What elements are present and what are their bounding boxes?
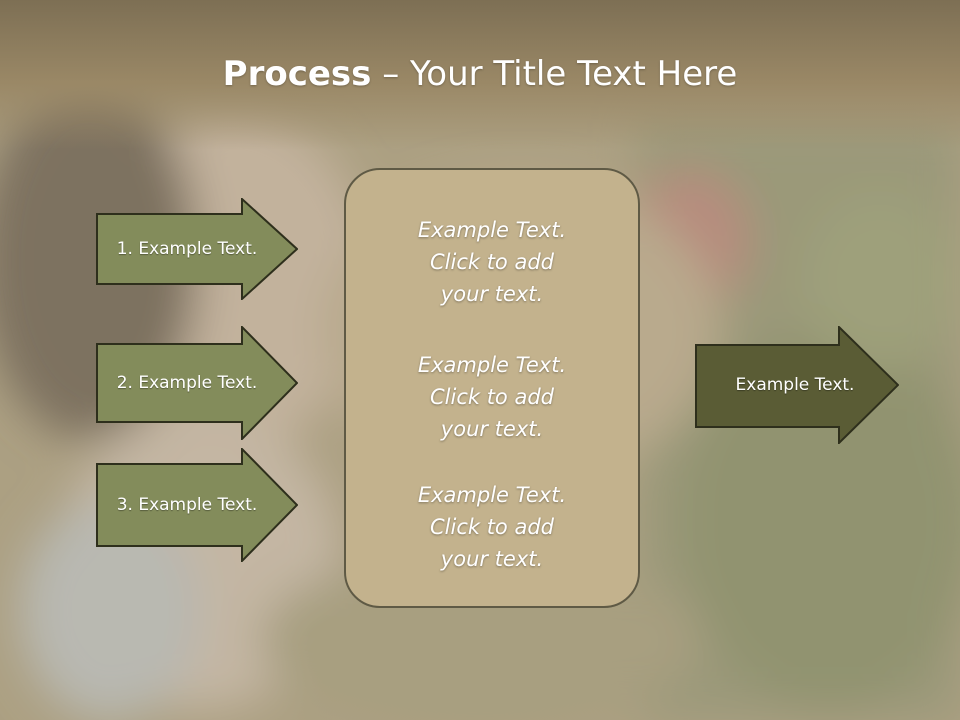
paragraph-line: your text. <box>440 282 544 306</box>
center-paragraph-3: Example Text. Click to add your text. <box>346 479 638 575</box>
paragraph-line: your text. <box>440 547 544 571</box>
title-rest: Your Title Text Here <box>410 54 738 94</box>
paragraph-line: your text. <box>440 417 544 441</box>
center-paragraph-1: Example Text. Click to add your text. <box>346 214 638 310</box>
step-arrow-shape <box>96 326 298 440</box>
paragraph-line: Click to add <box>429 385 554 409</box>
paragraph-line: Click to add <box>429 250 554 274</box>
step-arrow-1[interactable]: 1. Example Text. <box>96 198 298 300</box>
paragraph-line: Example Text. <box>417 483 567 507</box>
center-text-box[interactable]: Example Text. Click to add your text. Ex… <box>344 168 640 608</box>
step-label-1: 1. Example Text. <box>116 239 258 259</box>
output-arrow[interactable]: Example Text. <box>695 326 899 444</box>
slide-title[interactable]: Process – Your Title Text Here <box>0 52 960 96</box>
step-label-2: 2. Example Text. <box>116 373 258 393</box>
step-arrow-shape <box>96 198 298 300</box>
center-paragraph-2: Example Text. Click to add your text. <box>346 349 638 445</box>
title-bold: Process <box>222 54 372 94</box>
step-arrow-shape <box>96 448 298 562</box>
step-arrow-2[interactable]: 2. Example Text. <box>96 326 298 440</box>
paragraph-line: Example Text. <box>417 218 567 242</box>
paragraph-line: Example Text. <box>417 353 567 377</box>
paragraph-line: Click to add <box>429 515 554 539</box>
output-arrow-shape <box>695 326 899 444</box>
title-band <box>0 0 960 150</box>
title-separator: – <box>371 54 411 94</box>
step-label-3: 3. Example Text. <box>116 495 258 515</box>
output-arrow-label: Example Text. <box>735 375 855 395</box>
step-arrow-3[interactable]: 3. Example Text. <box>96 448 298 562</box>
